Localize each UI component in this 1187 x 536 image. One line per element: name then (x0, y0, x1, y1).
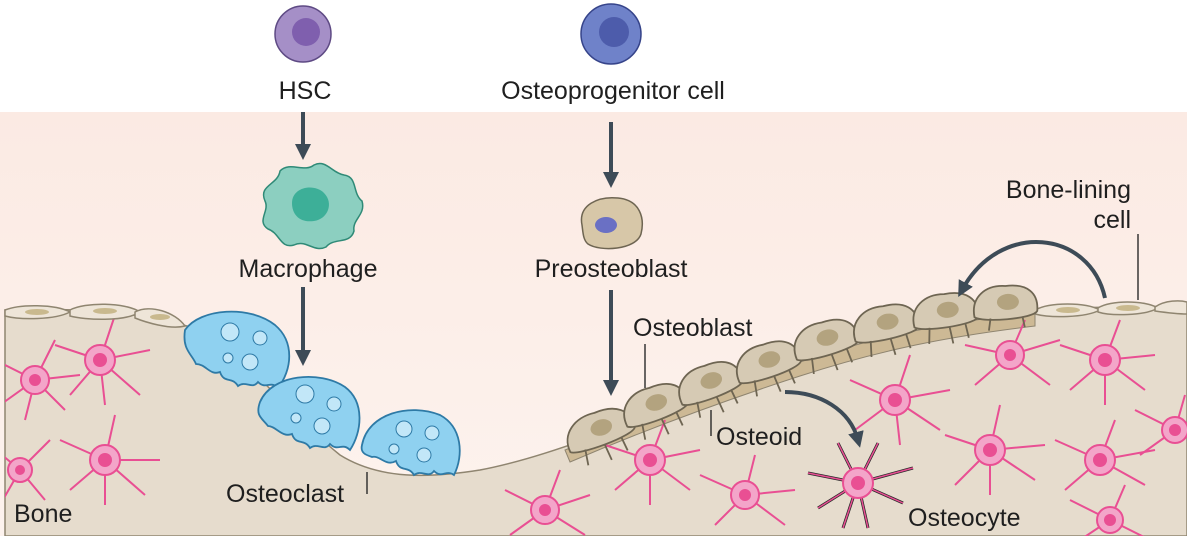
osteocyte (1134, 394, 1187, 456)
label-macrophage: Macrophage (239, 255, 378, 283)
osteocyte (699, 454, 796, 526)
osteocytes-group (5, 314, 1187, 536)
osteocyte (964, 319, 1061, 386)
osteoblast (736, 340, 802, 397)
osteocyte (604, 419, 701, 505)
hsc-cell (274, 5, 332, 63)
label-bone-lining-line2: cell (1093, 206, 1131, 234)
osteocyte (1069, 484, 1151, 536)
preosteoblast-cell (580, 197, 643, 250)
osteocyte (1054, 419, 1156, 491)
osteoblast (623, 383, 689, 440)
osteoblast (566, 407, 636, 466)
arrow-osteoblast-to-osteocyte (784, 390, 864, 448)
label-osteoprogenitor: Osteoprogenitor cell (501, 77, 725, 105)
osteocyte (54, 314, 151, 406)
osteocyte-embedded (807, 442, 914, 529)
osteoblast (972, 284, 1039, 331)
label-osteoclast: Osteoclast (226, 480, 344, 508)
label-bone: Bone (14, 500, 72, 528)
osteoclast (257, 376, 361, 452)
label-osteoblast: Osteoblast (633, 314, 753, 342)
osteocyte (849, 354, 951, 446)
osteoblast (912, 292, 980, 344)
osteoblast (793, 318, 860, 375)
osteoblast (678, 361, 744, 418)
arrow-lining-to-osteoblast (958, 240, 1107, 299)
label-hsc: HSC (279, 77, 332, 105)
osteoblasts-group (566, 284, 1039, 466)
osteocyte (944, 404, 1046, 495)
bone-lining-cells-left (4, 303, 187, 328)
osteoclasts-group (183, 310, 461, 477)
osteoclast (360, 409, 461, 477)
osteocyte (5, 339, 81, 421)
macrophage-cell (262, 162, 364, 250)
label-osteoid: Osteoid (716, 423, 802, 451)
osteoclast (183, 310, 290, 390)
label-bone-lining-line1: Bone-lining (1006, 176, 1131, 204)
osteocyte (59, 414, 160, 505)
osteocyte (1059, 319, 1156, 405)
osteoblast (853, 303, 920, 358)
label-preosteoblast: Preosteoblast (535, 255, 688, 283)
bone-lining-cells-right (1034, 300, 1187, 318)
osteoprogenitor-cell (580, 3, 642, 65)
label-osteocyte: Osteocyte (908, 504, 1021, 532)
osteocyte (5, 439, 51, 506)
osteocyte (504, 469, 591, 536)
